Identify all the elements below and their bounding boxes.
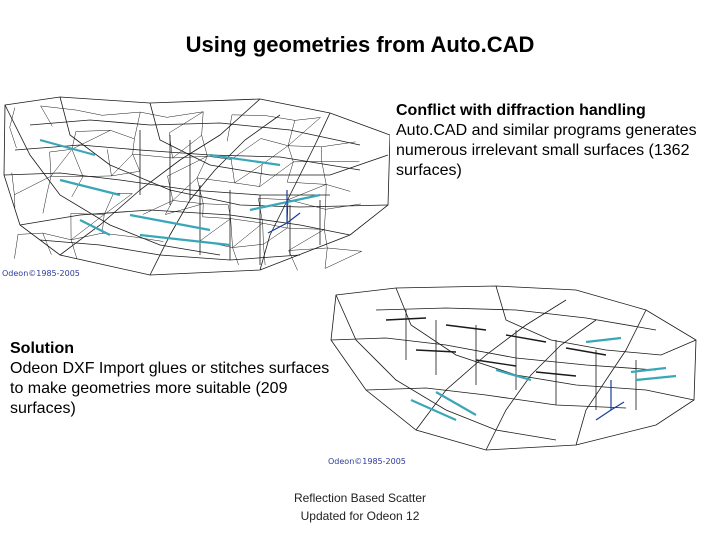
top-figure-credit: Odeon©1985-2005 — [2, 269, 80, 278]
bottom-figure-credit: Odeon©1985-2005 — [328, 457, 406, 466]
footer-line-1: Reflection Based Scatter — [293, 491, 427, 505]
solution-textblock: Solution Odeon DXF Import glues or stitc… — [10, 339, 330, 419]
dense-mesh-lines — [9, 105, 362, 271]
footer-line-2: Updated for Odeon 12 — [300, 509, 420, 523]
simplified-wireframe-drawing — [330, 285, 697, 451]
solution-heading: Solution — [10, 340, 74, 357]
conflict-heading: Conflict with diffraction handling — [396, 102, 646, 119]
dense-wireframe-figure — [0, 95, 390, 285]
footer: Reflection Based Scatter Updated for Ode… — [250, 489, 470, 525]
dense-wireframe-drawing — [3, 96, 390, 276]
slide-title: Using geometries from Auto.CAD — [185, 32, 535, 57]
conflict-body: Auto.CAD and similar programs generates … — [396, 122, 697, 179]
simplified-wireframe-figure — [316, 280, 706, 470]
conflict-textblock: Conflict with diffraction handling Auto.… — [396, 101, 716, 181]
solution-body: Odeon DXF Import glues or stitches surfa… — [10, 360, 330, 417]
